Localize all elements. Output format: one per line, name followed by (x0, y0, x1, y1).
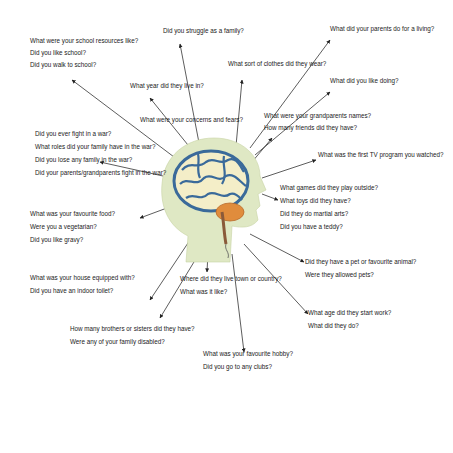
arrow (150, 98, 192, 150)
arrow (236, 80, 242, 146)
brain (174, 151, 248, 211)
question-label: What were your grandparents names? (264, 112, 371, 119)
question-label: What sort of clothes did they wear? (228, 60, 326, 67)
question-label: What age did they start work? (308, 309, 391, 316)
arrows (72, 40, 330, 352)
question-label: What was your house equipped with? (30, 274, 135, 281)
question-label: What did you like doing? (330, 77, 399, 84)
question-label: Did you have a teddy? (280, 223, 343, 230)
arrow (250, 234, 304, 262)
question-label: How many friends did they have? (264, 124, 357, 131)
question-label: What was your favourite hobby? (203, 350, 293, 357)
spinal-cord (226, 244, 229, 258)
question-label: Were they allowed pets? (305, 271, 374, 278)
question-label: Did you like gravy? (30, 236, 83, 243)
question-label: Did you like school? (30, 49, 86, 56)
arrow (232, 254, 244, 352)
question-label: Did your parents/grandparents fight in t… (35, 169, 173, 176)
question-label: How many brothers or sisters did they ha… (70, 325, 195, 332)
question-label: Were any of your family disabled? (70, 338, 165, 345)
arrow (262, 160, 316, 178)
question-label: What did your parents do for a living? (330, 25, 434, 32)
question-label: Were you a vegetarian? (30, 223, 97, 230)
question-label: Did you have an indoor toilet? (30, 287, 113, 294)
question-label: What toys did they have? (280, 197, 351, 204)
question-label: Did you struggle as a family? (163, 27, 244, 34)
question-label: Did they do martial arts? (280, 210, 348, 217)
arrow (255, 92, 330, 155)
question-label: What games did they play outside? (280, 184, 378, 191)
question-label: Did you walk to school? (30, 61, 96, 68)
question-label: Did you go to any clubs? (203, 363, 272, 370)
question-label: What was it like? (180, 288, 227, 295)
question-label: Did you ever fight in a war? (35, 130, 111, 137)
question-label: What was the first TV program you watche… (318, 151, 444, 158)
arrow (250, 40, 330, 148)
question-label: What were your concerns and fears? (140, 116, 243, 123)
question-label: What did they do? (308, 322, 359, 329)
question-label: Where did they live town or country? (180, 275, 282, 282)
cerebellum (216, 203, 244, 221)
head-silhouette (162, 138, 266, 262)
question-label: What was your favourite food? (30, 210, 115, 217)
brain-folds (180, 154, 246, 200)
question-label: What were your school resources like? (30, 37, 138, 44)
arrow (262, 194, 278, 200)
question-label: Did they have a pet or favourite animal? (305, 258, 416, 265)
question-label: What year did they live in? (130, 82, 204, 89)
brain-stem (222, 212, 226, 244)
arrow (180, 44, 200, 148)
question-label: What roles did your family have in the w… (35, 143, 155, 150)
question-label: Did you lose any family in the war? (35, 156, 132, 163)
